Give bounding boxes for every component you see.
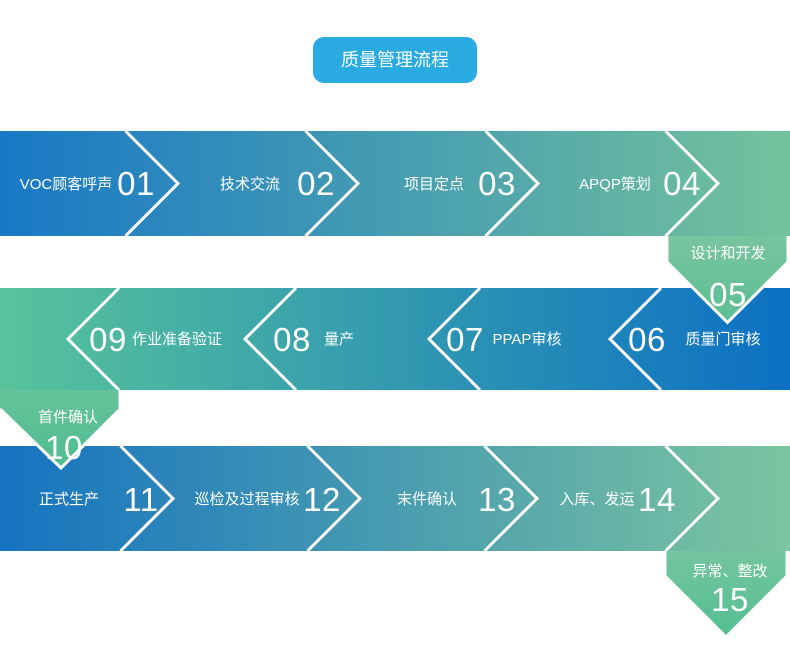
step-02-number: 02 <box>297 165 335 202</box>
chevron-right-icon <box>119 444 176 553</box>
step-08-label: 量产 <box>324 331 354 348</box>
step-07-label: PPAP审核 <box>493 331 562 348</box>
step-14-number: 14 <box>638 481 676 518</box>
step-14-label: 入库、发运 <box>559 491 634 508</box>
step-01-number: 01 <box>117 165 155 202</box>
connector-05-shape <box>667 236 788 323</box>
step-04-label: APQP策划 <box>579 176 651 193</box>
connector-10-outline <box>0 390 122 471</box>
chevron-left-icon <box>426 286 482 392</box>
step-13-label: 末件确认 <box>397 491 457 508</box>
flow-band-3 <box>0 446 790 551</box>
title-badge <box>313 37 477 83</box>
chevron-right-icon <box>484 129 541 238</box>
step-10-number: 10 <box>45 429 83 466</box>
step-04-number: 04 <box>663 165 701 202</box>
step-12-label: 巡检及过程审核 <box>194 491 299 508</box>
page-title: 质量管理流程 <box>341 50 449 70</box>
step-07-number: 07 <box>446 321 484 358</box>
chevron-left-icon <box>65 286 121 392</box>
step-01-label: VOC顾客呼声 <box>20 175 113 193</box>
connector-10-shape <box>0 390 120 468</box>
chevron-right-icon <box>306 444 363 553</box>
step-06-label: 质量门审核 <box>685 331 760 348</box>
chevron-right-icon <box>664 129 721 238</box>
step-05-number: 05 <box>709 276 747 313</box>
step-15-label: 异常、整改 <box>692 563 767 580</box>
step-10-label: 首件确认 <box>38 409 98 426</box>
step-08-number: 08 <box>273 321 311 358</box>
step-03-number: 03 <box>478 165 516 202</box>
step-15-number: 15 <box>711 581 749 618</box>
chevron-right-icon <box>664 444 721 553</box>
chevron-left-icon <box>607 286 663 392</box>
step-13-number: 13 <box>478 481 516 518</box>
flow-band-2 <box>0 288 790 390</box>
step-03-label: 项目定点 <box>404 176 464 193</box>
chevron-right-icon <box>304 129 361 238</box>
chevron-left-icon <box>242 286 298 392</box>
step-06-number: 06 <box>628 321 666 358</box>
connector-15-shape <box>665 551 787 637</box>
connector-15-outline <box>663 551 789 640</box>
step-11-number: 11 <box>123 481 158 518</box>
chevron-right-icon <box>124 129 181 238</box>
chevron-right-icon <box>483 444 540 553</box>
connector-05-outline <box>665 236 790 325</box>
step-09-number: 09 <box>89 321 127 358</box>
step-05-label: 设计和开发 <box>690 245 765 262</box>
step-12-number: 12 <box>303 481 341 518</box>
step-11-label: 正式生产 <box>39 491 99 508</box>
step-02-label: 技术交流 <box>220 175 280 193</box>
flow-band-1 <box>0 131 790 236</box>
step-09-label: 作业准备验证 <box>132 331 222 348</box>
